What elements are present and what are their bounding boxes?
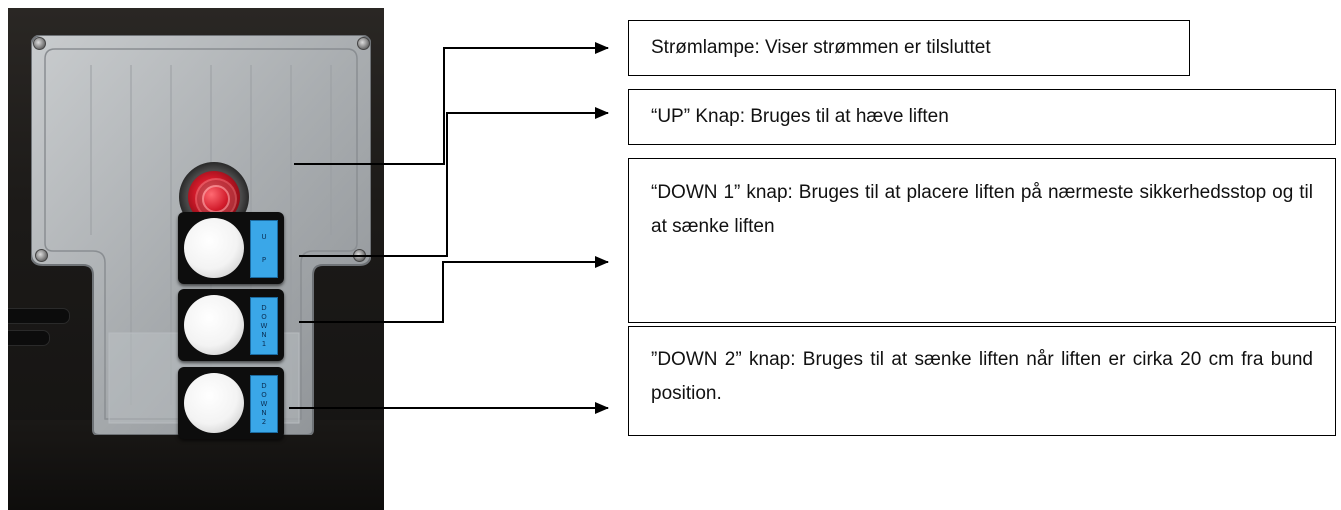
screw-icon xyxy=(357,37,370,50)
callout-down1-button: “DOWN 1” knap: Bruges til at placere lif… xyxy=(628,158,1336,323)
label-letter: O xyxy=(261,390,267,399)
up-button-label: U P xyxy=(250,220,278,278)
callout-down2-button: ”DOWN 2” knap: Bruges til at sænke lifte… xyxy=(628,326,1336,436)
callout-up-button-text: “UP” Knap: Bruges til at hæve liften xyxy=(651,106,949,127)
label-letter: N xyxy=(261,408,267,417)
callout-down1-button-text: “DOWN 1” knap: Bruges til at placere lif… xyxy=(651,182,1313,237)
label-letter: U xyxy=(261,233,267,241)
control-box-photo: U P D O W N 1 D O W N 2 xyxy=(8,8,384,510)
down1-button-face[interactable] xyxy=(184,295,244,355)
cable xyxy=(8,308,70,324)
control-panel: U P D O W N 1 D O W N 2 xyxy=(31,35,371,439)
down2-button-label: D O W N 2 xyxy=(250,375,278,433)
lamp-connector xyxy=(294,42,609,165)
callout-down2-button-text: ”DOWN 2” knap: Bruges til at sænke lifte… xyxy=(651,349,1313,404)
label-letter: O xyxy=(261,312,267,321)
label-letter: D xyxy=(261,303,267,312)
up-button-face[interactable] xyxy=(184,218,244,278)
label-letter: W xyxy=(260,399,268,408)
down1-button[interactable]: D O W N 1 xyxy=(178,289,284,361)
callout-power-lamp-text: Strømlampe: Viser strømmen er tilsluttet xyxy=(651,37,991,58)
label-letter: N xyxy=(261,330,267,339)
label-letter: 1 xyxy=(261,339,267,348)
label-letter: W xyxy=(260,321,268,330)
label-letter: P xyxy=(261,256,267,264)
callout-up-button: “UP” Knap: Bruges til at hæve liften xyxy=(628,89,1336,145)
down1-button-label: D O W N 1 xyxy=(250,297,278,355)
down1-connector xyxy=(299,256,609,323)
screw-icon xyxy=(33,37,46,50)
label-letter: D xyxy=(261,381,267,390)
label-letter: 2 xyxy=(261,417,267,426)
down2-button[interactable]: D O W N 2 xyxy=(178,367,284,439)
cable xyxy=(8,330,50,346)
up-connector xyxy=(299,107,609,257)
up-button[interactable]: U P xyxy=(178,212,284,284)
down2-button-face[interactable] xyxy=(184,373,244,433)
screw-icon xyxy=(35,249,48,262)
callout-power-lamp: Strømlampe: Viser strømmen er tilsluttet xyxy=(628,20,1190,76)
